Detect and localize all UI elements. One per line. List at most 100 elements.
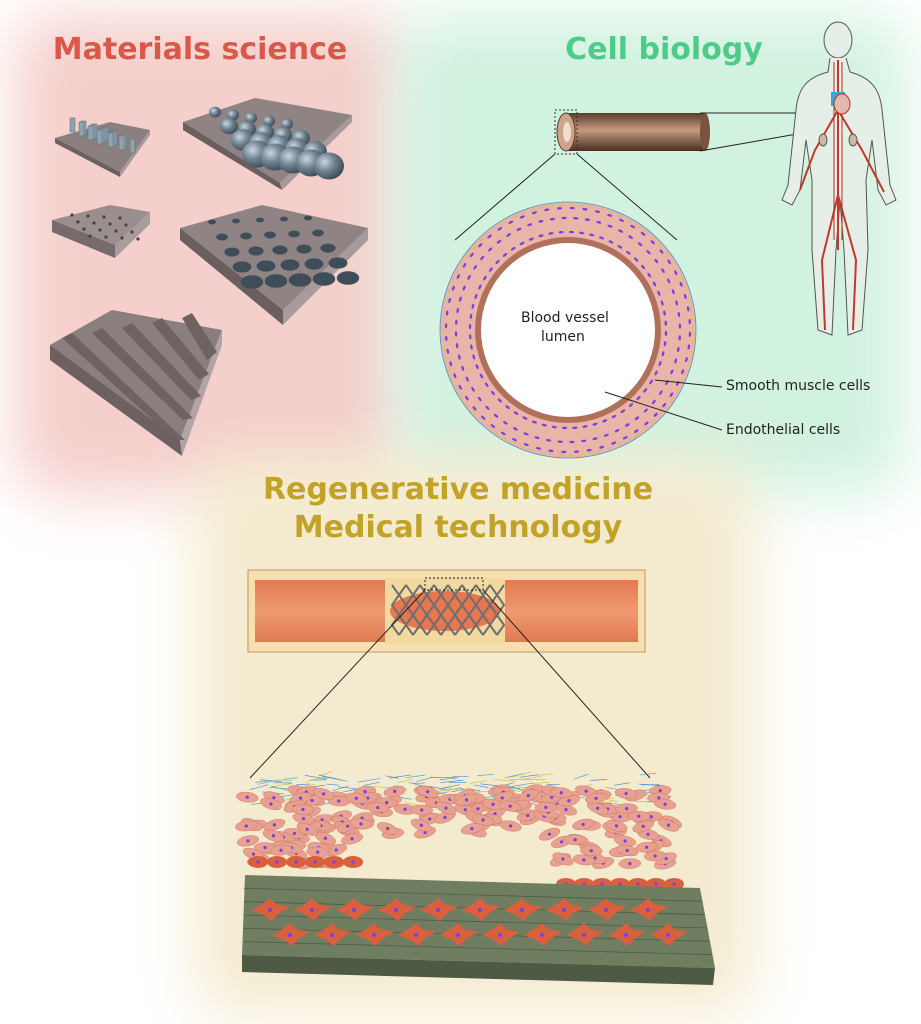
nucleus <box>487 234 492 239</box>
nucleus <box>426 790 430 794</box>
nucleus <box>528 237 534 241</box>
nucleus <box>654 370 658 376</box>
nucleus <box>630 224 635 229</box>
nucleus <box>599 445 605 449</box>
nucleus <box>359 822 363 826</box>
nucleus <box>451 285 455 291</box>
pillar <box>96 129 103 145</box>
pillar <box>118 135 125 151</box>
fiber <box>574 773 589 780</box>
tissue-engineered-layer <box>235 771 684 890</box>
nucleus <box>611 414 617 419</box>
nucleus <box>646 908 650 912</box>
stent-strut <box>460 584 478 636</box>
nucleus <box>246 839 250 843</box>
nucleus <box>301 807 305 812</box>
fiber <box>276 783 292 787</box>
nucleus <box>618 815 622 819</box>
fiber <box>278 779 293 782</box>
nucleus <box>647 272 652 278</box>
nucleus <box>677 346 680 353</box>
nucleus <box>271 834 276 838</box>
human-body-circulatory-system <box>781 21 897 336</box>
nucleus <box>572 426 578 429</box>
nucleus <box>461 365 465 371</box>
pore <box>120 236 124 240</box>
nucleus <box>490 424 496 428</box>
dome <box>227 109 239 121</box>
well <box>264 231 276 239</box>
well <box>336 271 360 285</box>
nucleus <box>666 933 670 937</box>
nucleus <box>557 440 563 443</box>
pore <box>98 228 102 232</box>
nucleus <box>551 425 557 429</box>
nucleus <box>470 826 474 831</box>
nucleus <box>679 281 683 287</box>
fiber <box>415 776 434 783</box>
well <box>232 218 240 224</box>
pore <box>102 215 106 219</box>
nucleus <box>458 384 462 390</box>
well <box>288 273 312 287</box>
nucleus <box>545 439 552 442</box>
fiber <box>590 779 608 781</box>
nucleus <box>310 908 314 912</box>
well <box>248 246 264 256</box>
nucleus <box>244 824 248 828</box>
nucleus <box>313 860 317 864</box>
nucleus <box>667 259 671 265</box>
fiber <box>519 774 539 778</box>
pore <box>108 222 112 226</box>
nucleus <box>643 408 648 413</box>
nucleus <box>633 429 639 433</box>
nucleus <box>337 799 341 803</box>
nucleus <box>478 284 482 290</box>
fiber <box>296 783 310 786</box>
nucleus <box>535 447 542 450</box>
nucleus <box>678 323 682 329</box>
nucleus <box>498 933 502 937</box>
fiber <box>405 774 426 779</box>
nucleus <box>547 832 552 836</box>
nucleus <box>414 933 418 937</box>
fiber <box>397 778 414 783</box>
nucleus <box>245 795 249 799</box>
fiber <box>331 785 349 792</box>
nucleus <box>607 213 613 217</box>
nucleus <box>478 908 482 912</box>
stent-strut <box>418 584 436 636</box>
pore <box>76 220 80 224</box>
well <box>296 244 312 254</box>
nucleus <box>603 433 609 437</box>
nucleus <box>394 908 398 912</box>
nucleus <box>351 860 355 864</box>
nucleus <box>618 882 622 886</box>
well <box>264 274 288 288</box>
nucleus <box>548 449 554 453</box>
fiber <box>304 775 328 780</box>
pillar <box>87 125 94 141</box>
nucleus <box>662 402 666 408</box>
fiber <box>445 787 459 791</box>
nucleus <box>674 358 678 364</box>
nucleus <box>497 398 502 403</box>
nucleus <box>471 303 475 309</box>
nucleus <box>523 432 529 436</box>
fiber <box>363 781 380 786</box>
well <box>280 216 288 222</box>
nucleus <box>558 231 564 234</box>
fiber <box>455 787 481 791</box>
dome <box>314 152 344 180</box>
nucleus <box>508 804 512 808</box>
nucleus <box>305 827 309 831</box>
nucleus <box>294 860 298 864</box>
nucleus <box>628 235 633 239</box>
nucleus <box>456 307 459 314</box>
patterned-substrate <box>242 875 715 985</box>
nucleus <box>500 796 504 800</box>
fiber <box>470 780 487 784</box>
well <box>232 261 252 273</box>
